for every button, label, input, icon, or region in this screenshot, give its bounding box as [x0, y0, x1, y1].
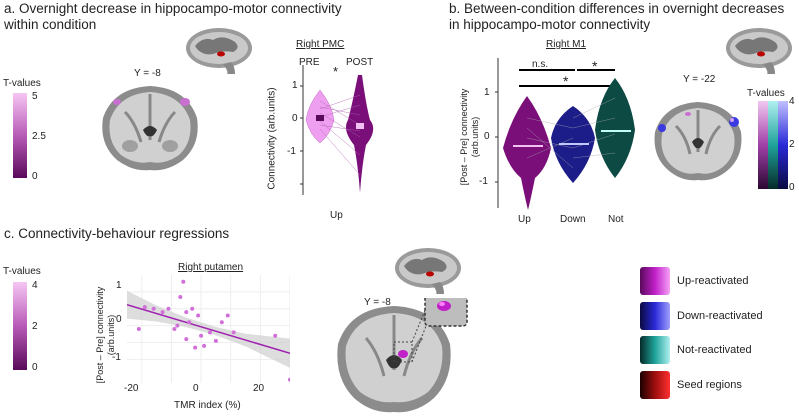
legend-label-not: Not-reactivated	[677, 344, 752, 356]
panel-c-colorbar-tick: 4	[32, 280, 38, 291]
panel-a-sig: *	[333, 64, 339, 79]
panel-a-ytick: 1	[292, 80, 298, 91]
pre-mean	[316, 115, 324, 121]
scatter-point	[184, 310, 189, 315]
panel-c-colorbar-tick: 2	[32, 321, 38, 332]
panel-b-colorbar-down	[778, 101, 788, 189]
ns-label: n.s.	[532, 59, 549, 70]
panel-c-colorbar-tick: 0	[32, 362, 38, 373]
panel-b-sagittal-brain	[726, 28, 792, 74]
panel-a-violin-chart	[300, 65, 374, 195]
panel-a-xlabel: Up	[330, 210, 343, 221]
panel-b-coronal-brain	[654, 102, 742, 181]
panel-a-colorbar-tick: 2.5	[32, 131, 46, 142]
panel-b-xtick-not: Not	[608, 214, 624, 225]
panel-b-colorbar-title: T-values	[747, 88, 785, 99]
panel-b-colorbar-tick: 2	[789, 139, 795, 150]
panel-b-ylabel: [Post – Pre] connectivity (arb.units)	[459, 88, 480, 186]
panel-b-ytick: 0	[484, 131, 490, 142]
legend-label-seed: Seed regions	[677, 379, 742, 391]
panel-c-xtick: -20	[124, 383, 139, 394]
scatter-point	[136, 327, 141, 331]
legend-label-down: Down-reactivated	[677, 310, 763, 322]
scatter-point	[175, 323, 180, 328]
panel-c-title: c. Connectivity-behaviour regressions	[4, 226, 230, 241]
panel-c-chart-title: Right putamen	[178, 262, 244, 273]
scatter-point	[219, 320, 224, 325]
panel-c-colorbar	[13, 282, 27, 370]
panel-b-xtick-up: Up	[518, 214, 531, 225]
scatter-point	[202, 343, 207, 348]
scatter-point	[213, 338, 218, 343]
panel-b-colorbar-not	[768, 101, 778, 189]
panel-a-colorbar	[13, 93, 27, 178]
panel-b-violin-chart	[495, 58, 635, 210]
legend-label-up: Up-reactivated	[677, 275, 749, 287]
scatter-point	[187, 320, 192, 325]
scatter-point	[196, 313, 201, 318]
panel-b-colorbar-tick: 4	[789, 96, 795, 107]
panel-c-colorbar-title: T-values	[3, 266, 41, 277]
panel-c-xtick: 0	[193, 383, 199, 394]
not-violin	[595, 78, 635, 178]
panel-c-ytick: 1	[116, 280, 122, 291]
panel-a-colorbar-tick: 0	[32, 171, 38, 182]
legend-swatch-down	[640, 302, 670, 330]
scatter-point	[193, 345, 198, 350]
panel-c-scatter-chart	[127, 275, 290, 383]
scatter-point	[181, 279, 186, 284]
panel-a-ytick: -1	[287, 146, 296, 157]
panel-a-colorbar-title: T-values	[3, 78, 41, 89]
panel-a-title: a. Overnight decrease in hippocampo-moto…	[4, 1, 342, 32]
pre-label: PRE	[299, 57, 320, 68]
scatter-point	[288, 377, 290, 382]
scatter-point	[273, 333, 278, 338]
panel-c-xlabel: TMR index (%)	[174, 400, 241, 411]
panel-a-ytick: 0	[292, 113, 298, 124]
scatter-point	[231, 330, 236, 335]
post-mean	[356, 123, 364, 129]
panel-b-colorbar-tick: 0	[789, 182, 795, 193]
panel-c-ylabel: [Post – Pre] connectivity (arb.units)	[95, 286, 116, 384]
post-violin	[346, 75, 374, 193]
panel-a-slice-label: Y = -8	[134, 68, 161, 79]
up-violin	[503, 96, 551, 210]
panel-b-title: b. Between-condition differences in over…	[449, 1, 785, 32]
scatter-point	[190, 306, 195, 311]
panel-a-coronal-brain	[102, 86, 198, 171]
panel-b-colorbar-up	[758, 101, 768, 189]
panel-b-chart-title: Right M1	[546, 39, 587, 50]
scatter-point	[166, 306, 171, 311]
panel-c-slice-label: Y = -8	[364, 297, 391, 308]
panel-a-chart-title: Right PMC	[296, 39, 345, 50]
regression-line	[127, 303, 290, 355]
panel-c-sagittal-brain	[395, 248, 461, 294]
legend-swatch-seed	[640, 371, 670, 399]
scatter-point	[178, 294, 183, 299]
panel-b-slice-label: Y = -22	[683, 74, 716, 85]
panel-a-colorbar-tick: 5	[32, 91, 38, 102]
panel-c-ytick: 0	[116, 314, 122, 325]
scatter-point	[151, 306, 156, 311]
panel-a-sagittal-brain	[186, 28, 252, 74]
legend-swatch-not	[640, 336, 670, 364]
scatter-point	[184, 337, 189, 342]
scatter-point	[207, 330, 212, 335]
scatter-point	[160, 310, 165, 315]
sig-up-not: *	[563, 73, 569, 89]
scatter-point	[142, 305, 147, 310]
panel-c-xtick: 20	[253, 383, 265, 394]
scatter-point	[172, 327, 177, 331]
panel-b-ytick: 1	[484, 87, 490, 98]
scatter-point	[225, 313, 230, 318]
panel-c-coronal-brain	[337, 298, 468, 413]
panel-b-xtick-down: Down	[560, 214, 586, 225]
legend-swatch-up	[640, 267, 670, 295]
scatter-point	[199, 333, 204, 338]
sig-down-not: *	[592, 58, 598, 74]
panel-c-ytick: -1	[112, 352, 121, 363]
panel-a-ylabel: Connectivity (arb.units)	[266, 87, 278, 190]
panel-b-ytick: -1	[479, 176, 488, 187]
post-label: POST	[346, 57, 374, 68]
